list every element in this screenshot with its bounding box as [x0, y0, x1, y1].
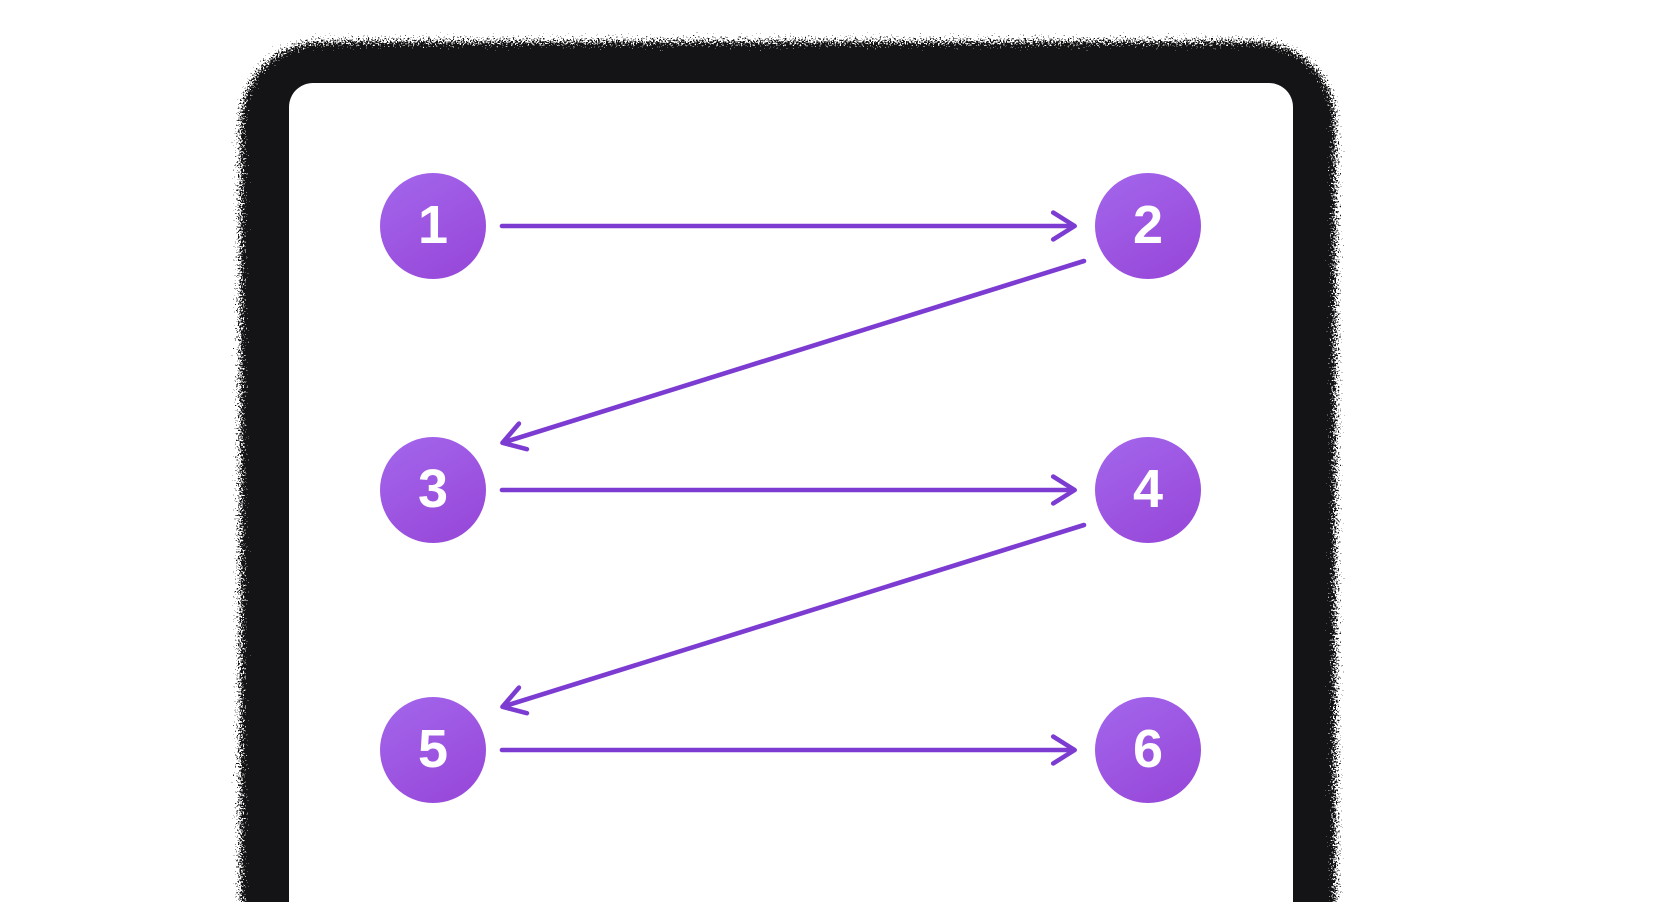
- node-6-label: 6: [1132, 719, 1164, 779]
- node-2: 2: [1095, 173, 1201, 279]
- node-4-label: 4: [1132, 459, 1164, 519]
- node-5: 5: [380, 697, 486, 803]
- node-3-label: 3: [417, 459, 449, 519]
- node-4: 4: [1095, 437, 1201, 543]
- node-1: 1: [380, 173, 486, 279]
- node-2-label: 2: [1132, 195, 1164, 255]
- node-1-label: 1: [417, 195, 449, 255]
- arrow-2-3: [500, 258, 1087, 452]
- node-5-label: 5: [417, 719, 449, 779]
- node-6: 6: [1095, 697, 1201, 803]
- arrow-4-5: [500, 522, 1087, 716]
- node-3: 3: [380, 437, 486, 543]
